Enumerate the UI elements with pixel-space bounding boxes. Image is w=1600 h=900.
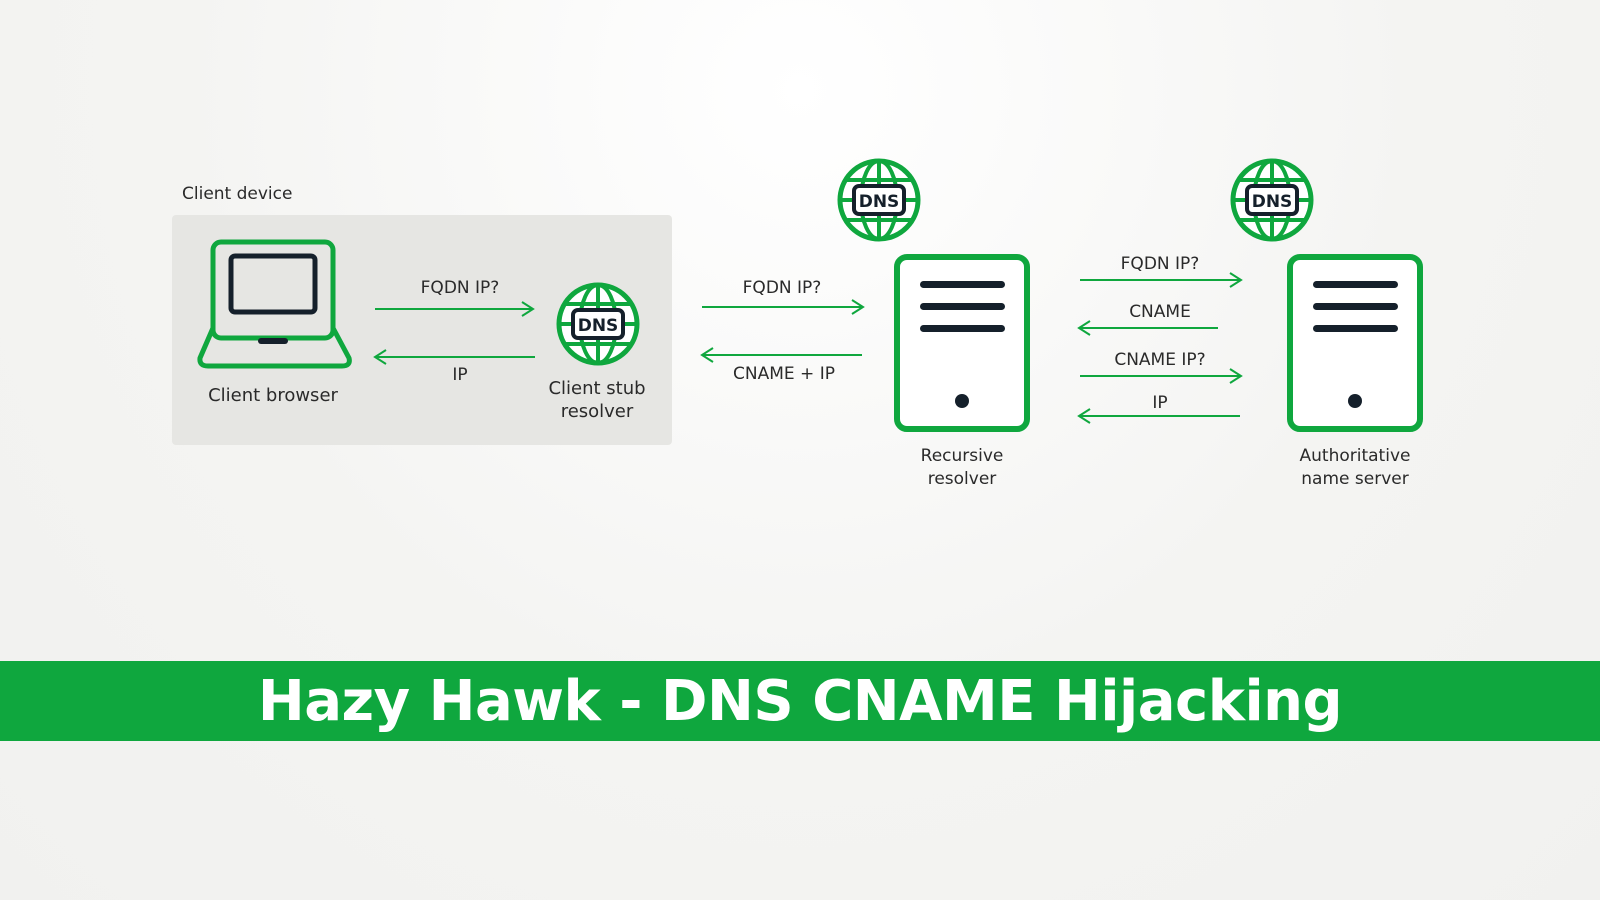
banner-title: Hazy Hawk - DNS CNAME Hijacking: [257, 668, 1343, 734]
dns-globe-icon: DNS: [840, 161, 918, 239]
dns-globe-icon: DNS: [559, 285, 637, 363]
arrow-recursive-to-auth-1: [1080, 272, 1243, 288]
stub-resolver-label-line2: resolver: [561, 401, 634, 422]
arrow-stub-to-browser: [373, 349, 535, 365]
recursive-resolver-label-line2: resolver: [928, 469, 997, 489]
dns-badge-text: DNS: [578, 316, 619, 336]
authoritative-label-line2: name server: [1301, 469, 1408, 489]
arrow-auth-to-recursive-1: [1077, 320, 1218, 336]
label-recursive-to-stub: CNAME + IP: [733, 364, 835, 384]
label-recursive-to-auth-2: CNAME IP?: [1114, 350, 1205, 370]
label-stub-to-recursive: FQDN IP?: [743, 278, 822, 298]
authoritative-label-line1: Authoritative: [1300, 446, 1411, 466]
laptop-icon: [197, 239, 352, 369]
arrow-recursive-to-stub: [700, 347, 862, 363]
dns-badge-text: DNS: [859, 192, 900, 212]
dns-badge-text: DNS: [1252, 192, 1293, 212]
dns-globe-icon: DNS: [1233, 161, 1311, 239]
server-icon: [1287, 254, 1423, 432]
label-browser-to-stub: FQDN IP?: [421, 278, 500, 298]
client-browser-label: Client browser: [208, 385, 338, 406]
label-auth-to-recursive-2: IP: [1152, 393, 1167, 413]
label-recursive-to-auth-1: FQDN IP?: [1121, 254, 1200, 274]
label-stub-to-browser: IP: [452, 365, 467, 385]
arrow-recursive-to-auth-2: [1080, 368, 1243, 384]
client-device-label: Client device: [182, 184, 292, 204]
label-auth-to-recursive-1: CNAME: [1129, 302, 1191, 322]
title-banner: Hazy Hawk - DNS CNAME Hijacking: [0, 661, 1600, 741]
stub-resolver-label-line1: Client stub: [548, 378, 645, 399]
client-device-panel: [172, 215, 672, 445]
server-icon: [894, 254, 1030, 432]
arrow-stub-to-recursive: [702, 299, 865, 315]
recursive-resolver-label-line1: Recursive: [921, 446, 1004, 466]
arrow-browser-to-stub: [375, 301, 535, 317]
arrow-auth-to-recursive-2: [1077, 408, 1240, 424]
